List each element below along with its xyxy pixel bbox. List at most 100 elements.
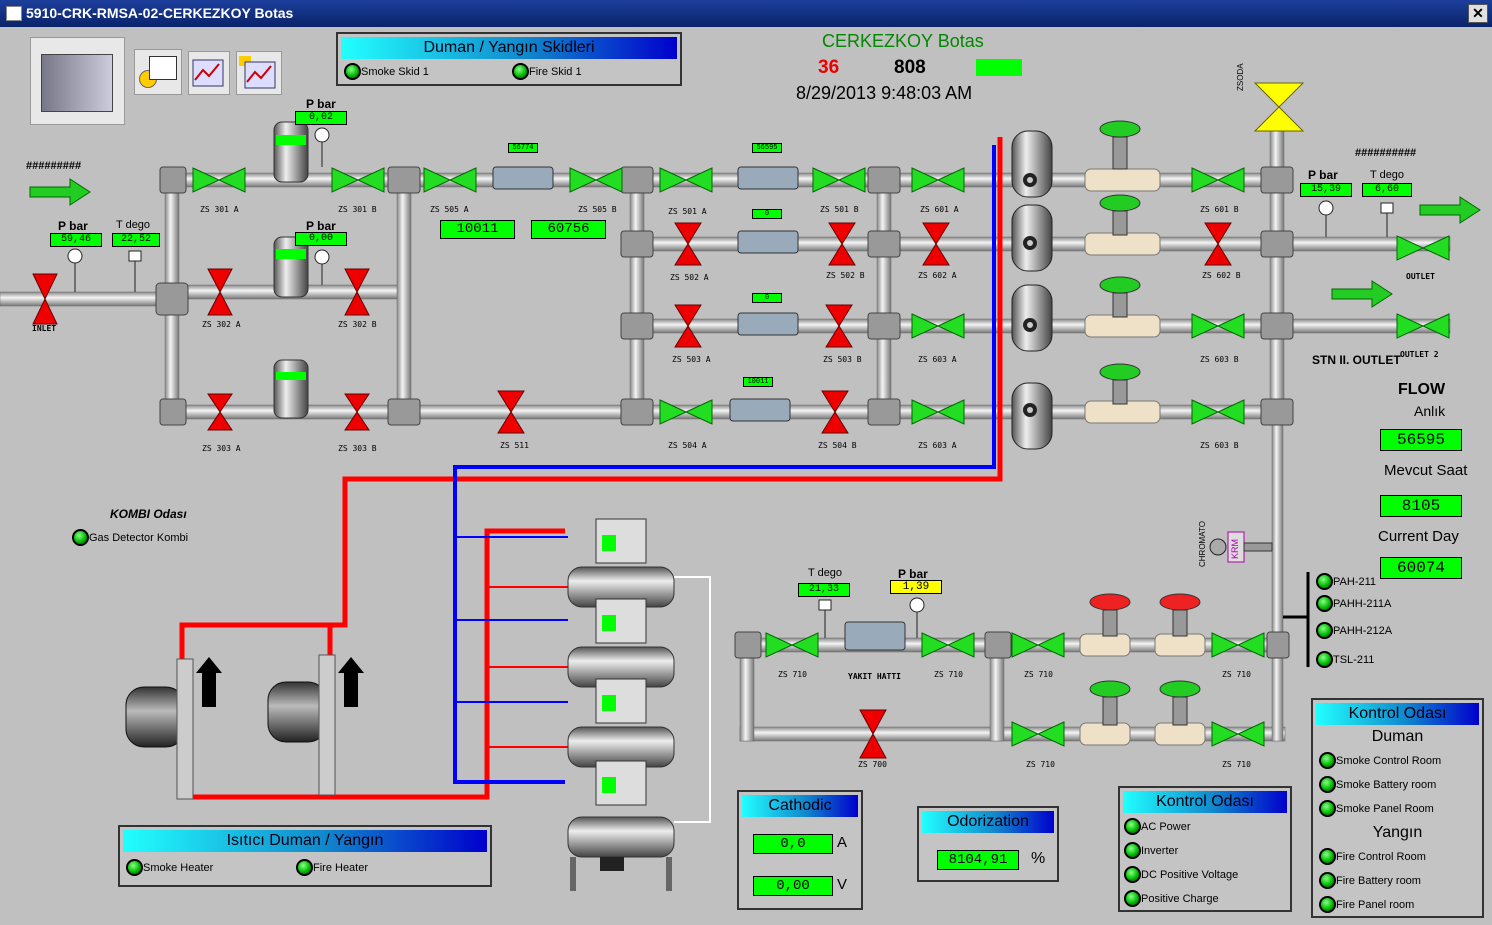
alarm-pahh-211a[interactable]: PAHH-211A xyxy=(1316,595,1391,613)
valve-tag: ZS 302 A xyxy=(202,320,241,329)
odorization-panel: Odorization 8104,91 % xyxy=(917,806,1059,882)
fire-heater-led xyxy=(296,859,313,877)
cabinet-icon[interactable] xyxy=(30,37,125,125)
valve-tag: ZS 303 A xyxy=(202,444,241,453)
flow-counter-2: 60756 xyxy=(531,220,606,239)
trend-folder-icon[interactable] xyxy=(236,51,282,95)
datetime: 8/29/2013 9:48:03 AM xyxy=(796,83,973,103)
flanges xyxy=(155,166,1294,659)
gas-detector-kombi[interactable]: Gas Detector Kombi xyxy=(72,529,188,547)
smoke-led xyxy=(1319,752,1336,770)
instruments xyxy=(67,127,1394,638)
fire-heater-label: Fire Heater xyxy=(313,861,369,874)
heat-exchangers xyxy=(1011,130,1053,450)
flow-arrows xyxy=(29,178,1481,308)
kontrol-power-panel: Kontrol Odası AC Power Inverter DC Posit… xyxy=(1118,786,1292,912)
cathodic-current: 0,0 xyxy=(753,834,833,854)
window-title: 5910-CRK-RMSA-02-CERKEZKOY Botas xyxy=(26,5,294,21)
station-name: CERKEZKOY Botas xyxy=(822,31,984,51)
window-titlebar: 5910-CRK-RMSA-02-CERKEZKOY Botas ✕ xyxy=(0,0,1492,27)
valve-tag: ZS 603 A xyxy=(918,355,957,364)
fire-label: Fire Battery room xyxy=(1336,874,1421,887)
close-button[interactable]: ✕ xyxy=(1468,4,1488,23)
smoke-fire-skid-panel: Duman / Yangın Skidleri Smoke Skid 1 Fir… xyxy=(336,32,682,86)
flow-mevcut-label: Mevcut Saat xyxy=(1384,462,1468,479)
valve-tag: ZS 601 A xyxy=(920,205,959,214)
panel-title: Cathodic xyxy=(742,795,858,817)
chromatograph xyxy=(1209,531,1273,563)
odorization-unit: % xyxy=(1031,850,1046,867)
trend-icon[interactable] xyxy=(188,51,230,95)
smoke-skid-label: Smoke Skid 1 xyxy=(361,65,429,78)
smoke-led xyxy=(1319,776,1336,794)
valve-tag: ZS 504 A xyxy=(668,441,707,450)
filter2-p-label: P bar xyxy=(306,219,336,233)
piping-diagram xyxy=(0,82,1481,891)
flow-mevcut-value: 8105 xyxy=(1380,495,1462,517)
kontrol-room-panel: Kontrol Odası Duman Smoke Control Room S… xyxy=(1311,698,1484,918)
valve-tag: ZS 505 B xyxy=(578,205,617,214)
outlet-pressure-value: 15,39 xyxy=(1300,183,1352,197)
flow-anlik-value: 56595 xyxy=(1380,429,1462,451)
inlet-p-label: P bar xyxy=(58,219,88,233)
valve-tag: ZS 710 xyxy=(1026,760,1055,769)
smoke-label: Smoke Panel Room xyxy=(1336,802,1434,815)
fuel-p-label: P bar xyxy=(898,567,928,581)
flow-anlik-label: Anlık xyxy=(1414,403,1446,419)
valves-open xyxy=(192,167,1450,747)
valve-tag: ZS 302 B xyxy=(338,320,377,329)
alarm-led xyxy=(1316,573,1333,591)
pipes xyxy=(0,172,1451,742)
valve-tag: ZS 503 A xyxy=(672,355,711,364)
event-count: 808 xyxy=(894,57,926,78)
valve-tag: ZS 501 A xyxy=(668,207,707,216)
status-led xyxy=(1124,818,1141,836)
outlet-temp-value: 6,60 xyxy=(1362,183,1412,197)
smoke-skid-led xyxy=(344,63,361,81)
meter-display-5: 10011 xyxy=(743,377,773,387)
alarm-led xyxy=(1316,651,1333,669)
status-label: Positive Charge xyxy=(1141,892,1219,905)
flow-current-label: Current Day xyxy=(1378,528,1459,545)
fire-label: Fire Panel room xyxy=(1336,898,1415,911)
regulator-actuators xyxy=(1089,120,1201,726)
cathodic-panel: Cathodic 0,0 A 0,00 V xyxy=(737,790,863,910)
inlet-t-label: T dego xyxy=(116,219,151,231)
panel-title: Odorization xyxy=(922,811,1054,833)
inlet-temp-value: 22,52 xyxy=(112,233,160,247)
alarm-tsl-211[interactable]: TSL-211 xyxy=(1316,651,1374,669)
outlet-hash: ########## xyxy=(1355,147,1417,159)
valve-tag: ZS 601 B xyxy=(1200,205,1239,214)
fire-skid-label: Fire Skid 1 xyxy=(529,65,582,78)
valve-tag: ZS 303 B xyxy=(338,444,377,453)
inlet-pressure-value: 59,46 xyxy=(50,233,102,247)
valve-tag: ZS 502 A xyxy=(670,273,709,282)
valve-tag: ZS 301 A xyxy=(200,205,239,214)
odorization-value: 8104,91 xyxy=(937,850,1019,870)
cathodic-a-unit: A xyxy=(837,834,848,851)
valve-tag: ZS 301 B xyxy=(338,205,377,214)
fire-led xyxy=(1319,848,1336,866)
stn-outlet-label: STN II. OUTLET xyxy=(1312,353,1401,367)
smoke-led xyxy=(1319,800,1336,818)
valve-tag: ZS 710 xyxy=(934,670,963,679)
smoke-label: Smoke Battery room xyxy=(1336,778,1437,791)
valves-closed xyxy=(32,222,1232,759)
circulation-pumps xyxy=(125,654,364,800)
hot-water-lines xyxy=(179,137,1003,800)
panel-title: Kontrol Odası xyxy=(1123,791,1287,813)
heater-stack xyxy=(567,518,711,891)
database-icon[interactable] xyxy=(134,49,182,95)
alarm-label: PAH-211 xyxy=(1333,575,1377,588)
smoke-heater-label: Smoke Heater xyxy=(143,861,214,874)
alarm-pah-211[interactable]: PAH-211 xyxy=(1316,573,1376,591)
outlet-t-label: T dego xyxy=(1370,169,1405,181)
flow-meters xyxy=(492,166,906,651)
smoke-heater-led xyxy=(126,859,143,877)
status-label: AC Power xyxy=(1141,820,1191,833)
yangin-heading: Yangın xyxy=(1372,824,1423,841)
alarm-pahh-212a[interactable]: PAHH-212A xyxy=(1316,622,1392,640)
valve-tag: ZS 603 B xyxy=(1200,441,1239,450)
fuel-pressure-value: 1,39 xyxy=(890,580,942,594)
fire-led xyxy=(1319,896,1336,914)
